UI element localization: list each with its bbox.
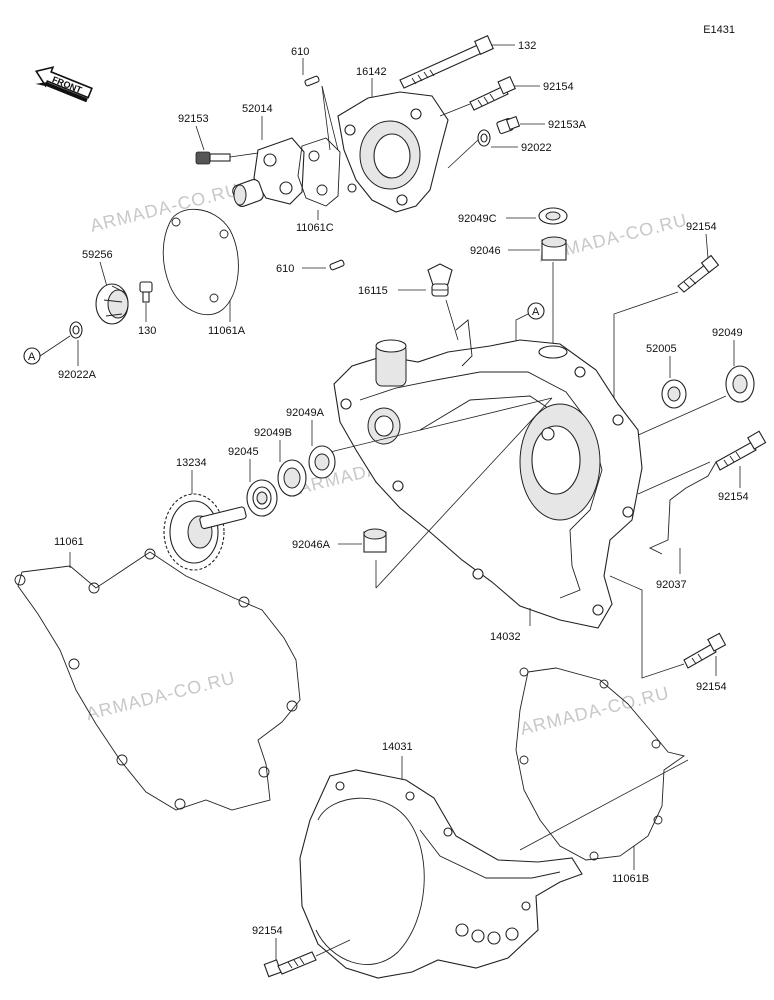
part-label-92046: 92046 xyxy=(470,245,501,257)
part-label-11061A: 11061A xyxy=(208,325,246,337)
part-label-92045: 92045 xyxy=(228,446,259,458)
front-arrow-icon: FRONT xyxy=(34,66,93,103)
bolt-92154-low xyxy=(683,632,727,669)
part-label-92154-mid: 92154 xyxy=(718,491,749,503)
part-label-11061B: 11061B xyxy=(612,873,649,885)
watermark: ARMADA-CO.RU xyxy=(88,179,241,235)
bearing-92046A xyxy=(363,528,387,553)
gasket-11061 xyxy=(14,548,301,811)
oil-seal-92049B xyxy=(277,459,307,497)
gasket-11061C xyxy=(297,137,341,207)
part-label-52014: 52014 xyxy=(242,103,273,115)
part-label-92153: 92153 xyxy=(178,113,209,125)
part-label-11061: 11061 xyxy=(54,536,84,548)
bolt-92154-bottom xyxy=(263,951,317,978)
gear-13234 xyxy=(163,493,247,571)
part-label-14032: 14032 xyxy=(490,631,521,643)
bolt-92153A xyxy=(496,115,521,135)
part-label-92022: 92022 xyxy=(521,142,552,154)
bolt-92154-mid xyxy=(715,430,767,471)
clutch-cover-14032 xyxy=(333,319,643,629)
ref-marker-a-right xyxy=(527,302,545,320)
bolt-92154-right xyxy=(677,254,720,293)
bearing-52005 xyxy=(661,379,687,409)
clutch-outer-cover-14031 xyxy=(299,769,583,979)
gasket-11061B xyxy=(515,667,686,861)
part-label-92154-bottom: 92154 xyxy=(252,925,283,937)
part-label-92037: 92037 xyxy=(656,579,687,591)
part-label-14031: 14031 xyxy=(382,741,413,753)
water-pump-cover-16142 xyxy=(337,91,449,213)
clamp-92037 xyxy=(648,461,717,555)
dowel-pin-610-top xyxy=(304,75,320,87)
bolt-92153 xyxy=(195,151,231,165)
oil-seal-92049 xyxy=(725,365,755,403)
oil-seal-92049C xyxy=(538,207,568,225)
part-label-16142: 16142 xyxy=(356,66,387,78)
part-label-13234: 13234 xyxy=(176,457,207,469)
part-label-92154-top: 92154 xyxy=(543,81,574,93)
part-label-92154-right: 92154 xyxy=(686,221,717,233)
oil-filler-cap-16115 xyxy=(427,263,453,297)
part-label-16115: 16115 xyxy=(358,285,388,297)
part-label-92154-low: 92154 xyxy=(696,681,727,693)
oil-seal-92049A xyxy=(308,445,336,479)
part-label-130: 130 xyxy=(138,325,156,337)
bolt-130 xyxy=(139,281,153,303)
part-label-92049C: 92049C xyxy=(458,213,497,225)
ref-marker-a-left-text: A xyxy=(28,351,36,363)
part-label-92022A: 92022A xyxy=(58,369,97,381)
washer-92022A xyxy=(69,321,83,339)
watermark: ARMADA-CO.RU xyxy=(84,667,237,723)
part-label-11061C: 11061C xyxy=(296,222,334,234)
bearing-92046 xyxy=(541,236,567,261)
part-label-92153A: 92153A xyxy=(548,119,587,131)
part-label-610-bottom: 610 xyxy=(276,263,294,275)
dowel-pin-610-bottom xyxy=(329,259,345,271)
part-label-92049B: 92049B xyxy=(254,427,292,439)
part-label-52005: 52005 xyxy=(646,343,677,355)
water-pipe-52014 xyxy=(232,137,305,207)
part-label-132: 132 xyxy=(518,40,536,52)
bolt-132 xyxy=(399,35,494,89)
bolt-92154-top xyxy=(469,75,516,111)
bearing-92045 xyxy=(246,479,278,517)
part-label-610-top: 610 xyxy=(291,46,309,58)
part-label-92046A: 92046A xyxy=(292,539,331,551)
part-label-92049A: 92049A xyxy=(286,407,325,419)
ref-marker-a-right-text: A xyxy=(532,306,540,318)
part-label-59256: 59256 xyxy=(82,249,113,261)
diagram-code: E1431 xyxy=(703,24,735,36)
impeller-59256 xyxy=(95,283,129,325)
part-label-92049: 92049 xyxy=(712,327,743,339)
washer-92022 xyxy=(477,129,491,147)
gasket-11061A xyxy=(162,209,239,316)
watermark: ARMADA-CO.RU xyxy=(518,682,671,738)
